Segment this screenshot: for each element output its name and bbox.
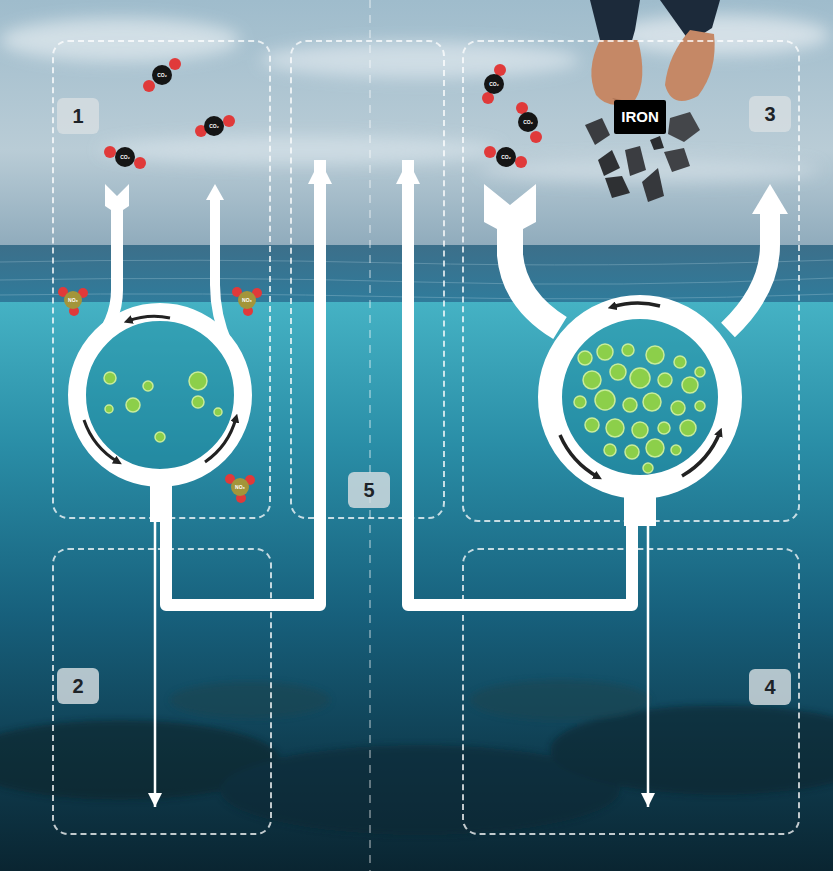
callout-number: 5	[348, 472, 390, 508]
callout-number: 2	[57, 668, 99, 704]
sinking-flow-arrow	[154, 519, 157, 807]
callout-number: 3	[749, 96, 791, 132]
molecule-label: NO₃	[64, 296, 82, 304]
dashed-zone-box: 1	[52, 40, 271, 519]
callout-number: 4	[749, 669, 791, 705]
dashed-zone-box: 5	[290, 40, 445, 519]
molecule-label: NO₃	[231, 483, 249, 491]
molecule-label: CO₂	[496, 153, 516, 161]
molecule-label: CO₂	[152, 71, 172, 79]
iron-label: IRON	[614, 100, 666, 134]
upwelling-flow-arrow	[408, 160, 632, 605]
sinking-flow-arrow	[647, 522, 650, 807]
molecule-label: CO₂	[484, 80, 504, 88]
molecule-label: NO₃	[238, 296, 256, 304]
upwelling-flow-arrow	[166, 160, 320, 605]
molecule-label: CO₂	[115, 153, 135, 161]
molecule-label: CO₂	[204, 122, 224, 130]
dashed-zone-box: 4	[462, 548, 800, 835]
molecule-label: CO₂	[518, 118, 538, 126]
dashed-zone-box: 2	[52, 548, 272, 835]
callout-number: 1	[57, 98, 99, 134]
